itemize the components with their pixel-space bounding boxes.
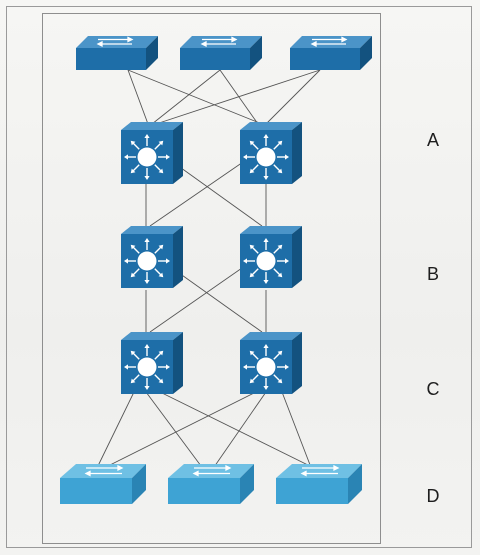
link-5 <box>265 69 321 125</box>
workgroup-switch-icon <box>300 464 340 477</box>
layer3-switch-icon <box>124 238 170 284</box>
top-switch-right <box>290 36 372 70</box>
layer-label-d: D <box>426 486 440 506</box>
link-17 <box>99 391 257 471</box>
workgroup-switch-icon <box>84 464 124 477</box>
link-1 <box>127 69 263 125</box>
link-19 <box>281 391 313 471</box>
layer3-switch-icon <box>243 238 289 284</box>
workgroup-switch-icon <box>192 464 232 477</box>
link-2 <box>151 69 221 125</box>
link-15 <box>145 391 205 471</box>
layer3-switch-b-right <box>240 226 302 288</box>
layer3-switch-c-right <box>240 332 302 394</box>
link-4 <box>155 69 321 125</box>
bottom-switch-middle <box>168 464 254 504</box>
layer3-switch-a-left <box>121 122 183 184</box>
link-12 <box>171 267 263 333</box>
layer3-switch-icon <box>243 134 289 180</box>
layer3-switch-c-left <box>121 332 183 394</box>
link-14 <box>95 391 135 471</box>
outer-frame <box>6 6 472 548</box>
workgroup-switch-icon <box>96 36 134 48</box>
link-8 <box>169 159 263 227</box>
layer3-switch-icon <box>124 344 170 390</box>
link-0 <box>127 69 149 125</box>
layer3-switch-b-left <box>121 226 183 288</box>
workgroup-switch-icon <box>310 36 348 48</box>
top-switch-left <box>76 36 158 70</box>
layer-label-b: B <box>426 264 439 284</box>
layer3-switch-a-right <box>240 122 302 184</box>
layer-label-a: A <box>426 130 439 150</box>
link-18 <box>211 391 267 471</box>
top-switch-middle <box>180 36 262 70</box>
link-9 <box>149 159 247 227</box>
workgroup-switch-icon <box>200 36 238 48</box>
link-13 <box>149 267 243 333</box>
layer-label-c: C <box>426 379 440 399</box>
layer3-switch-icon <box>124 134 170 180</box>
bottom-switch-right <box>276 464 362 504</box>
bottom-switch-left <box>60 464 146 504</box>
diagram-border <box>42 13 381 544</box>
link-layer <box>95 69 321 471</box>
layer3-switch-icon <box>243 344 289 390</box>
